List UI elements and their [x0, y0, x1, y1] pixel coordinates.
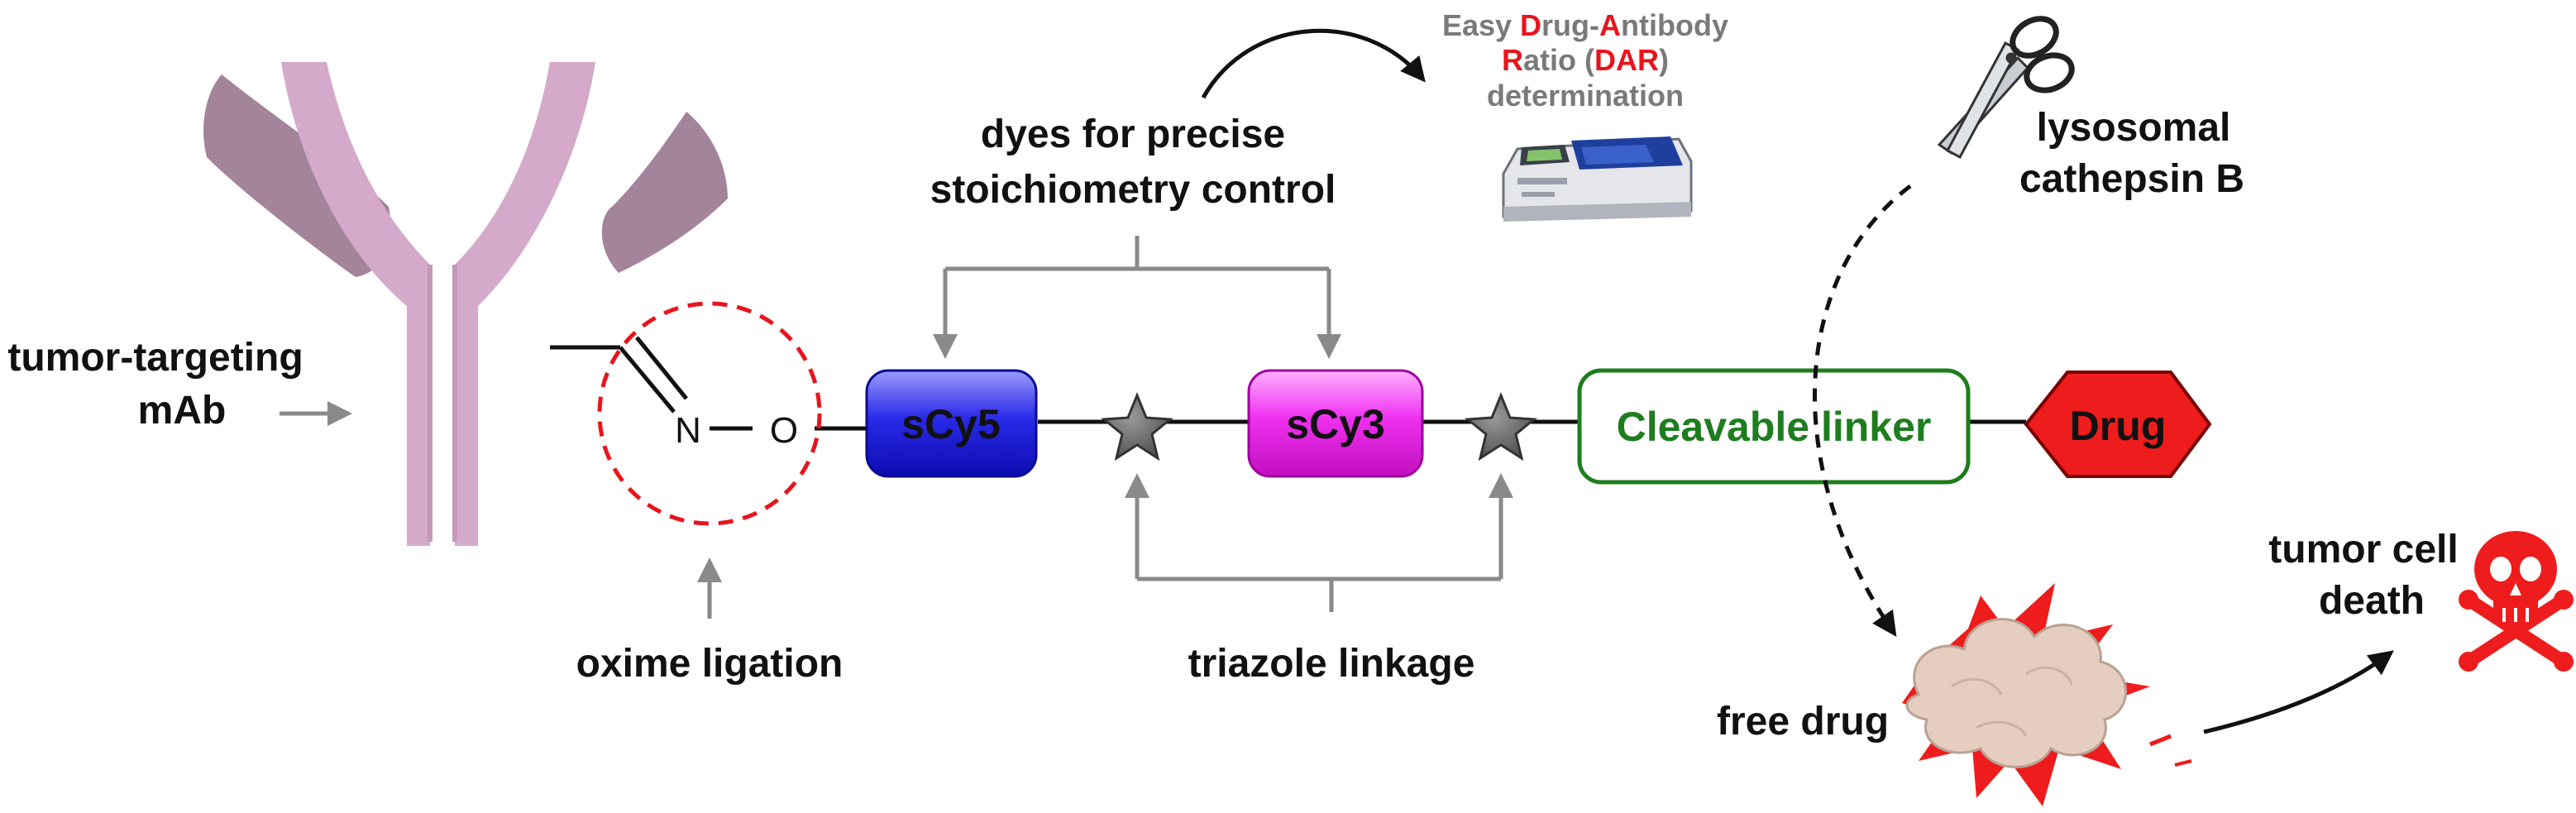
- dar-line2: Ratio (DAR): [1502, 43, 1669, 77]
- dyes-label-line1: dyes for precise: [981, 112, 1285, 156]
- star-icon-2: [1465, 392, 1537, 461]
- antibody-label-line1: tumor-targeting: [7, 336, 303, 380]
- cleavable-linker-box: [1577, 368, 1971, 485]
- cathepsin-label-line1: lysosomal: [2037, 106, 2231, 150]
- triazole-bracket-arrows: [1125, 473, 1513, 612]
- release-dashed-arrow: [1812, 184, 1912, 637]
- explosion-cloud-icon: [1902, 583, 2192, 806]
- oxime-label: oxime ligation: [576, 642, 844, 686]
- oxime-dashed-circle: [597, 301, 822, 526]
- cleavable-linker-label: Cleavable linker: [1617, 404, 1932, 450]
- death-label-line1: tumor cell: [2268, 528, 2458, 571]
- drug-hexagon: [2024, 371, 2212, 478]
- dyes-bracket-arrows: [933, 236, 1341, 359]
- scy3-label: sCy3: [1286, 401, 1385, 447]
- nitrogen-atom: N: [675, 410, 701, 451]
- antibody-label-line2: mAb: [138, 389, 227, 433]
- oxygen-atom: O: [770, 410, 798, 451]
- scissors-icon: [1937, 16, 2075, 160]
- triazole-label: triazole linkage: [1188, 642, 1475, 686]
- antibody-icon: [203, 62, 728, 546]
- skull-crossbones-icon: [2459, 531, 2574, 672]
- star-icon-1: [1101, 392, 1173, 461]
- scy3-box: [1247, 369, 1424, 478]
- oxime-structure: [550, 336, 868, 431]
- free-drug-label: free drug: [1717, 700, 1889, 744]
- dar-line1: Easy Drug-Antibody: [1442, 8, 1728, 42]
- dyes-label-line2: stoichiometry control: [930, 168, 1336, 212]
- scy5-box: [865, 369, 1038, 478]
- drug-label: Drug: [2070, 403, 2167, 449]
- death-label-line2: death: [2319, 579, 2425, 623]
- scy5-label: sCy5: [901, 401, 1001, 447]
- cathepsin-label-line2: cathepsin B: [2019, 157, 2244, 201]
- dar-curved-arrow: [1201, 28, 1426, 99]
- dar-line3: determination: [1487, 79, 1684, 112]
- spectrophotometer-icon: [1502, 136, 1693, 222]
- death-arrow: [2203, 650, 2394, 734]
